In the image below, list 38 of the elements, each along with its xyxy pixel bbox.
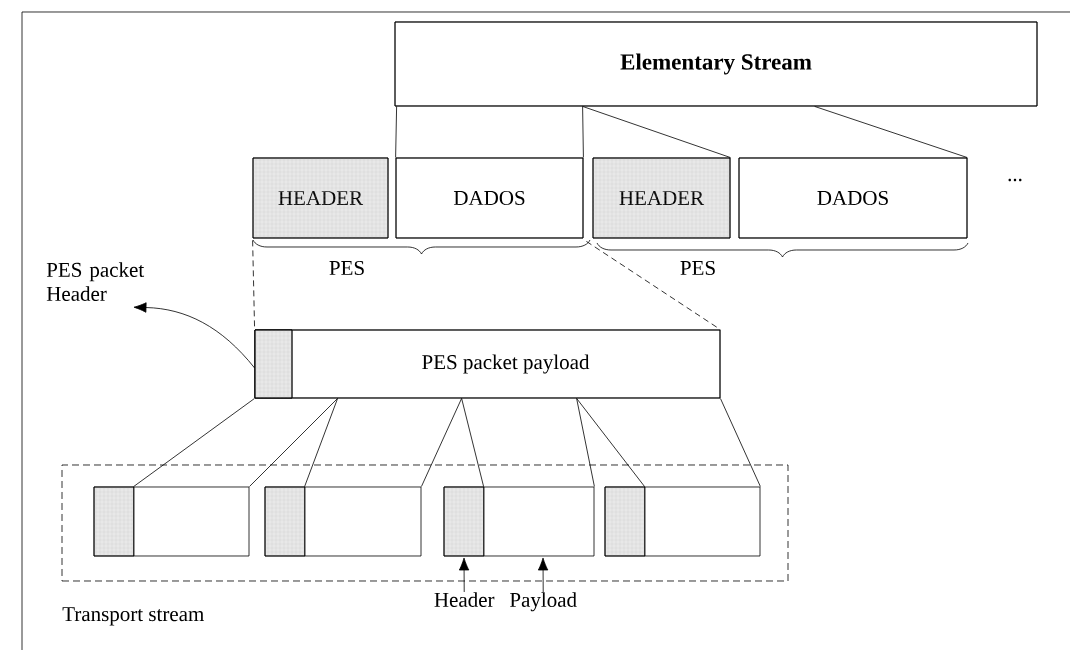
callout-text: Header — [434, 592, 495, 607]
callout-text: PES packet Header — [46, 262, 145, 301]
segment-box — [644, 486, 761, 557]
leader-arrow — [133, 302, 255, 369]
connector-line — [582, 106, 731, 158]
connector-line — [395, 106, 397, 158]
frame-label: Transport stream — [62, 607, 204, 626]
connector-line — [421, 398, 462, 487]
segment-box — [604, 486, 646, 557]
connector-line — [576, 398, 595, 487]
connector-line — [582, 106, 584, 158]
leader-arrow — [537, 557, 549, 593]
connector-line — [304, 398, 338, 487]
payload-box: PES packet payload — [254, 329, 721, 399]
connector-line — [814, 106, 968, 158]
brace-label: PES — [329, 260, 364, 276]
dashed-line — [586, 241, 721, 330]
connector-line — [461, 398, 484, 487]
leader-arrow — [458, 557, 470, 593]
segment-box — [483, 486, 595, 557]
connector-line — [576, 398, 645, 487]
data-box: DADOS — [738, 157, 968, 239]
segment-box — [304, 486, 422, 557]
connector-line — [249, 398, 338, 487]
segment-box — [443, 486, 485, 557]
data-box: DADOS — [395, 157, 584, 239]
callout-text: Payload — [510, 592, 577, 612]
connector-line — [133, 398, 255, 487]
connector-line — [720, 398, 761, 487]
header-box — [254, 329, 293, 399]
segment-box — [264, 486, 306, 557]
brace-label: PES — [680, 260, 715, 276]
header-box: HEADER — [592, 157, 731, 239]
segment-box — [133, 486, 250, 557]
stream-box: Elementary Stream — [394, 21, 1038, 107]
header-box: HEADER — [252, 157, 389, 239]
ellipsis: ... — [1008, 178, 1022, 182]
segment-box — [93, 486, 135, 557]
